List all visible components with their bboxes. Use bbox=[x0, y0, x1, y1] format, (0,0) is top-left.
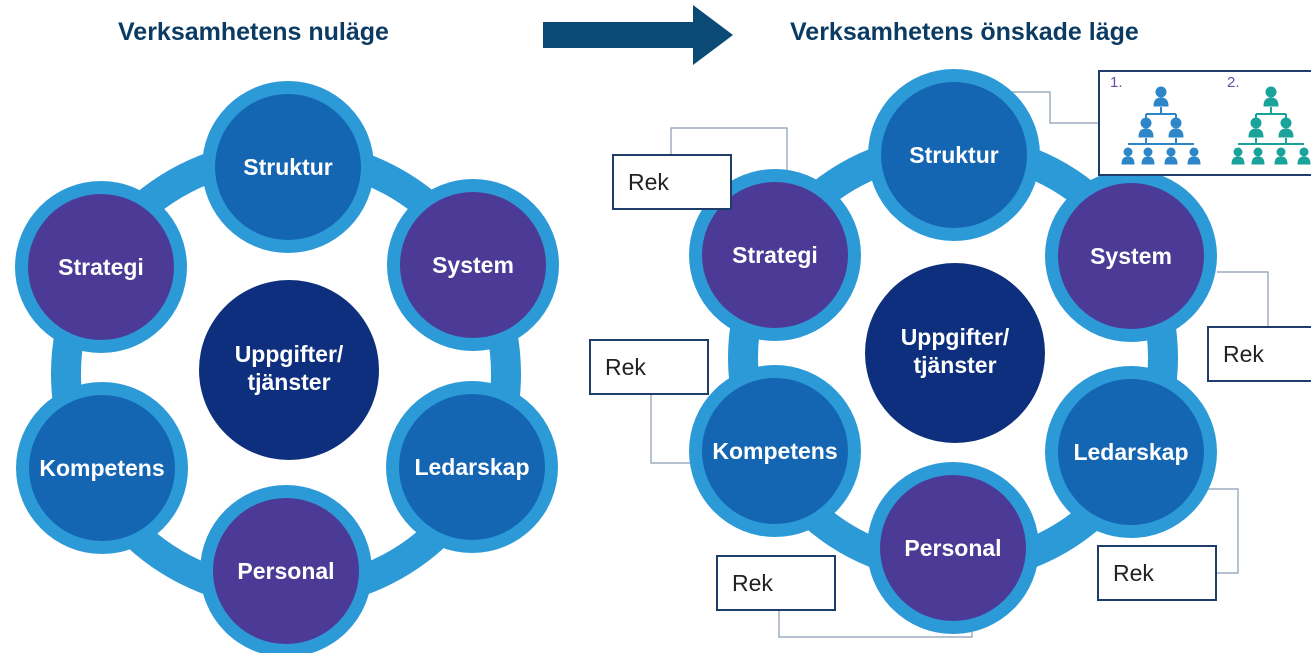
node-kompetens bbox=[29, 395, 175, 541]
label-kompetens: Kompetens bbox=[712, 438, 837, 464]
arrow-right-icon bbox=[543, 5, 733, 65]
desired-state-diagram: Struktur System Ledarskap Personal Kompe… bbox=[689, 69, 1217, 634]
node-strategi bbox=[28, 194, 174, 340]
label-struktur: Struktur bbox=[243, 154, 333, 180]
org-chart-icon bbox=[1121, 86, 1201, 165]
node-personal bbox=[213, 498, 359, 644]
label-strategi: Strategi bbox=[732, 242, 818, 268]
rek-box-system: Rek bbox=[1207, 326, 1311, 382]
node-strategi bbox=[702, 182, 848, 328]
label-kompetens: Kompetens bbox=[39, 455, 164, 481]
label-ledarskap: Ledarskap bbox=[1073, 439, 1188, 465]
label-personal: Personal bbox=[237, 558, 334, 584]
right-title: Verksamhetens önskade läge bbox=[790, 18, 1139, 46]
rek-box-strategi: Rek bbox=[612, 154, 732, 210]
node-kompetens bbox=[702, 378, 848, 524]
label-center-line2: tjänster bbox=[913, 352, 996, 378]
rek-box-kompetens: Rek bbox=[589, 339, 709, 395]
rek-box-ledarskap: Rek bbox=[1097, 545, 1217, 601]
label-center-line2: tjänster bbox=[247, 369, 330, 395]
org-option-2-number: 2. bbox=[1227, 74, 1240, 91]
node-struktur bbox=[881, 82, 1027, 228]
node-center bbox=[865, 263, 1045, 443]
org-option-1-number: 1. bbox=[1110, 74, 1123, 91]
label-ledarskap: Ledarskap bbox=[414, 454, 529, 480]
node-ledarskap bbox=[399, 394, 545, 540]
label-strategi: Strategi bbox=[58, 254, 144, 280]
node-ledarskap bbox=[1058, 379, 1204, 525]
label-system: System bbox=[1090, 243, 1172, 269]
node-system bbox=[1058, 183, 1204, 329]
left-title: Verksamhetens nuläge bbox=[118, 18, 389, 46]
node-center bbox=[199, 280, 379, 460]
current-state-diagram: Struktur System Ledarskap Personal Kompe… bbox=[15, 81, 559, 653]
label-center-line1: Uppgifter/ bbox=[901, 324, 1010, 350]
rek-box-personal: Rek bbox=[716, 555, 836, 611]
label-center-line1: Uppgifter/ bbox=[235, 341, 344, 367]
node-personal bbox=[880, 475, 1026, 621]
label-struktur: Struktur bbox=[909, 142, 999, 168]
org-chart-icon bbox=[1231, 86, 1311, 165]
node-struktur bbox=[215, 94, 361, 240]
label-system: System bbox=[432, 252, 514, 278]
label-personal: Personal bbox=[904, 535, 1001, 561]
org-chart-box: 1. 2. bbox=[1098, 70, 1311, 176]
node-system bbox=[400, 192, 546, 338]
